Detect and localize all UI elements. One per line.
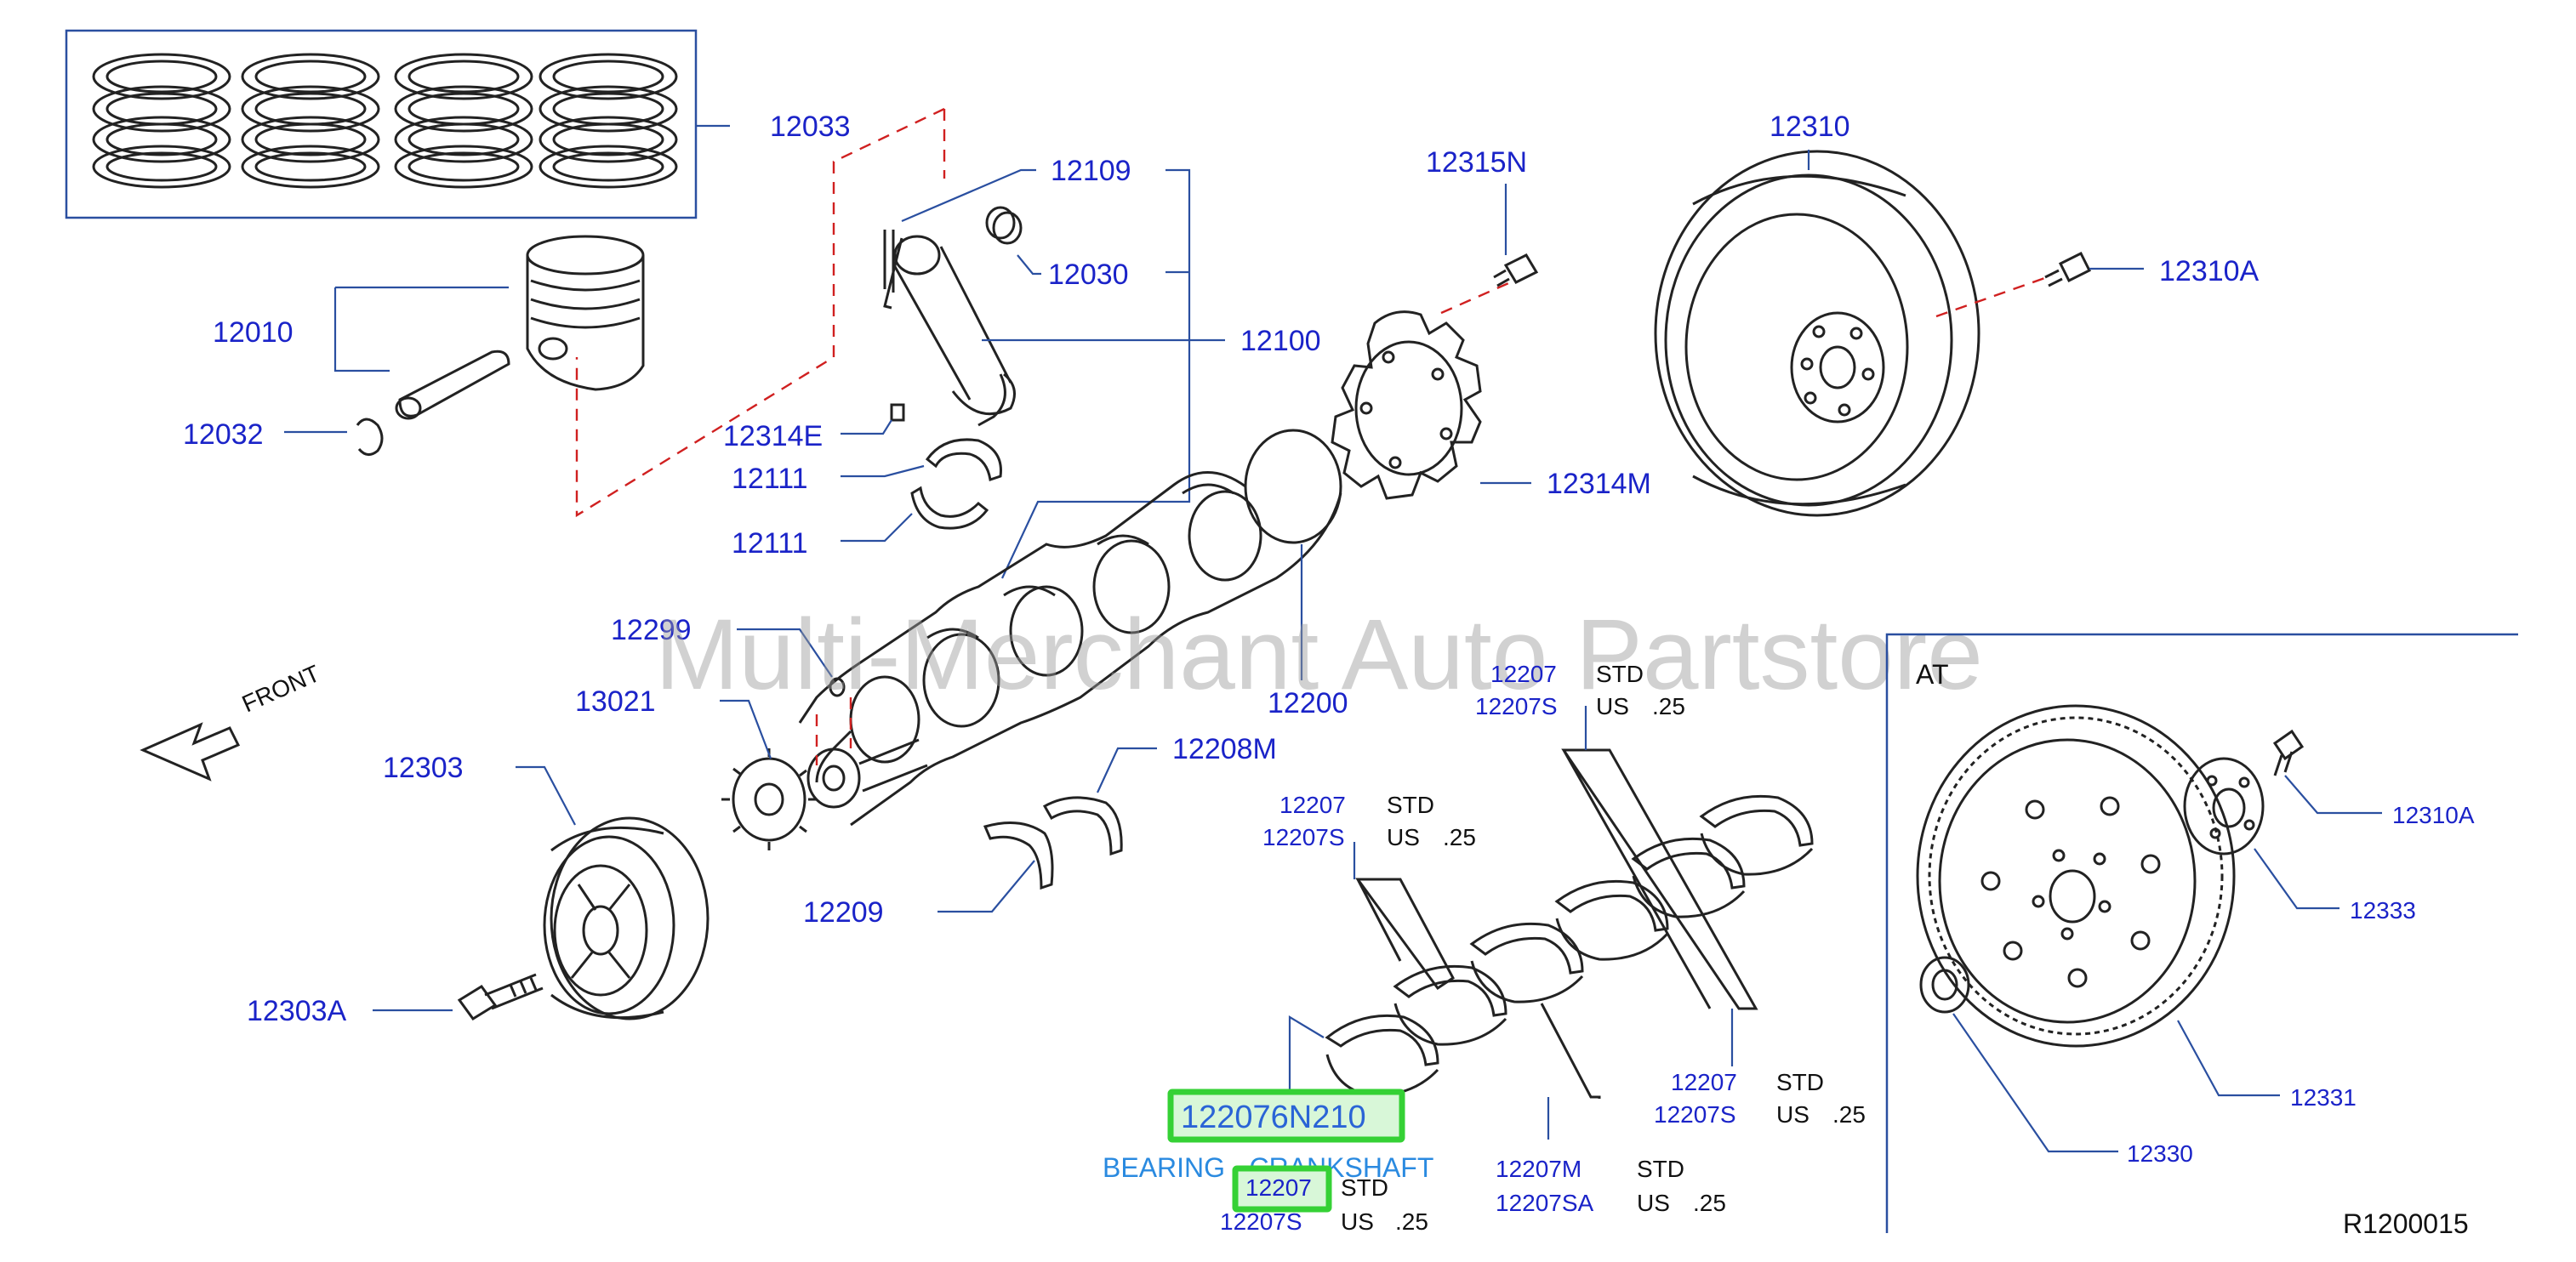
label-12315N: 12315N xyxy=(1426,146,1527,179)
bearing-std-5: STD xyxy=(1341,1174,1388,1201)
pulley-bolt-illustration xyxy=(457,973,544,1021)
pilot-bushing-illustration xyxy=(1919,956,1970,1014)
bearing-code-2: 12207 xyxy=(1490,661,1557,687)
rod-nut-illustration xyxy=(890,403,905,422)
drive-plate-adapter-illustration xyxy=(2183,757,2265,856)
bearing-code-4: 12207M xyxy=(1496,1156,1582,1182)
diagram-code: R1200015 xyxy=(2343,1208,2469,1239)
label-12303A: 12303A xyxy=(247,995,347,1027)
label-12200: 12200 xyxy=(1268,687,1348,719)
label-12299: 12299 xyxy=(611,614,692,646)
label-12032: 12032 xyxy=(183,418,264,451)
piston-rod-dashed-line xyxy=(575,107,946,518)
crank-sprocket-illustration xyxy=(721,748,817,850)
bracket-lower-middle xyxy=(1540,1003,1601,1099)
main-bearings-illustration xyxy=(1325,794,1814,1097)
bearing-std-1: STD xyxy=(1387,792,1434,818)
crank-reluctor-plate-illustration xyxy=(1331,310,1482,500)
bearing-size-3: .25 xyxy=(1832,1101,1866,1128)
bearing-std-3: STD xyxy=(1776,1069,1824,1095)
bearing-code-3: 12207 xyxy=(1671,1069,1737,1095)
bearing-size-1: .25 xyxy=(1443,824,1476,850)
thrust-bearing-lower-illustration xyxy=(983,821,1054,890)
bearing-alt-4: 12207SA xyxy=(1496,1190,1594,1216)
piston-rings-illustration xyxy=(92,53,678,189)
bracket-upper-left xyxy=(1355,878,1455,991)
bracket-upper-right xyxy=(1561,748,1758,1010)
label-12208M: 12208M xyxy=(1172,733,1277,765)
bearing-code-5[interactable]: 12207 xyxy=(1245,1174,1312,1201)
at-label: AT xyxy=(1916,659,1949,690)
piston-rings-box xyxy=(65,29,698,219)
crank-key-illustration xyxy=(829,677,846,697)
bearing-us-3: US xyxy=(1776,1101,1809,1128)
crankshaft-illustration xyxy=(798,429,1342,827)
bearing-code-1: 12207 xyxy=(1279,792,1346,818)
bearing-size-2: .25 xyxy=(1652,693,1685,719)
label-12310: 12310 xyxy=(1770,111,1850,143)
bearing-alt-1: 12207S xyxy=(1262,824,1345,850)
bearing-alt-2: 12207S xyxy=(1475,693,1558,719)
label-12111-lower: 12111 xyxy=(732,527,808,560)
label-12030: 12030 xyxy=(1048,259,1129,291)
rod-bearing-lower-illustration xyxy=(910,486,989,530)
watermark: Multi-Merchant Auto Partstore xyxy=(655,599,1983,711)
at-label-12331: 12331 xyxy=(2290,1084,2357,1111)
label-12010: 12010 xyxy=(213,316,294,349)
label-12209: 12209 xyxy=(803,896,884,929)
label-12109: 12109 xyxy=(1051,155,1131,187)
piston-pin-illustration xyxy=(395,350,510,420)
bearing-std-2: STD xyxy=(1596,661,1644,687)
highlight-part-number[interactable]: 122076N210 xyxy=(1181,1100,1366,1135)
front-arrow-icon xyxy=(140,722,241,782)
bearing-us-2: US xyxy=(1596,693,1629,719)
bearing-size-4: .25 xyxy=(1693,1190,1726,1216)
at-section-border xyxy=(1885,633,2518,1233)
bearing-std-4: STD xyxy=(1637,1156,1684,1182)
label-12310A: 12310A xyxy=(2159,255,2260,287)
highlight-ref-box[interactable] xyxy=(1232,1165,1332,1213)
rod-bearing-upper-illustration xyxy=(925,438,1002,481)
bearing-alt-5: 12207S xyxy=(1220,1208,1302,1235)
reluctor-bolt-illustration xyxy=(1493,253,1539,287)
flywheel-illustration xyxy=(1654,150,1980,517)
label-12314M: 12314M xyxy=(1547,468,1651,500)
label-12303: 12303 xyxy=(383,752,464,784)
label-13021: 13021 xyxy=(575,685,656,718)
drive-plate-illustration xyxy=(1916,704,2236,1048)
bearing-us-1: US xyxy=(1387,824,1420,850)
bearing-us-5: US xyxy=(1341,1208,1374,1235)
bearing-us-4: US xyxy=(1637,1190,1670,1216)
at-label-12333: 12333 xyxy=(2350,897,2416,924)
at-label-12330: 12330 xyxy=(2127,1140,2193,1167)
crank-pulley-illustration xyxy=(543,816,710,1020)
label-12314E: 12314E xyxy=(723,420,823,452)
bearing-alt-3: 12207S xyxy=(1654,1101,1736,1128)
highlight-part-number-box[interactable] xyxy=(1167,1089,1405,1143)
front-label: FRONT xyxy=(238,660,324,718)
at-label-12310A: 12310A xyxy=(2392,802,2475,828)
piston-illustration xyxy=(526,235,645,391)
connecting-rod-illustration xyxy=(883,206,1023,427)
drive-plate-bolt-illustration xyxy=(2272,729,2305,776)
flywheel-bolt-illustration xyxy=(2044,251,2092,287)
thrust-bearing-upper-illustration xyxy=(1042,796,1123,856)
label-12111-upper: 12111 xyxy=(732,463,808,495)
bearing-size-5: .25 xyxy=(1395,1208,1428,1235)
label-12100: 12100 xyxy=(1240,325,1321,357)
label-12033: 12033 xyxy=(770,111,851,143)
snap-ring-illustration xyxy=(356,418,384,456)
